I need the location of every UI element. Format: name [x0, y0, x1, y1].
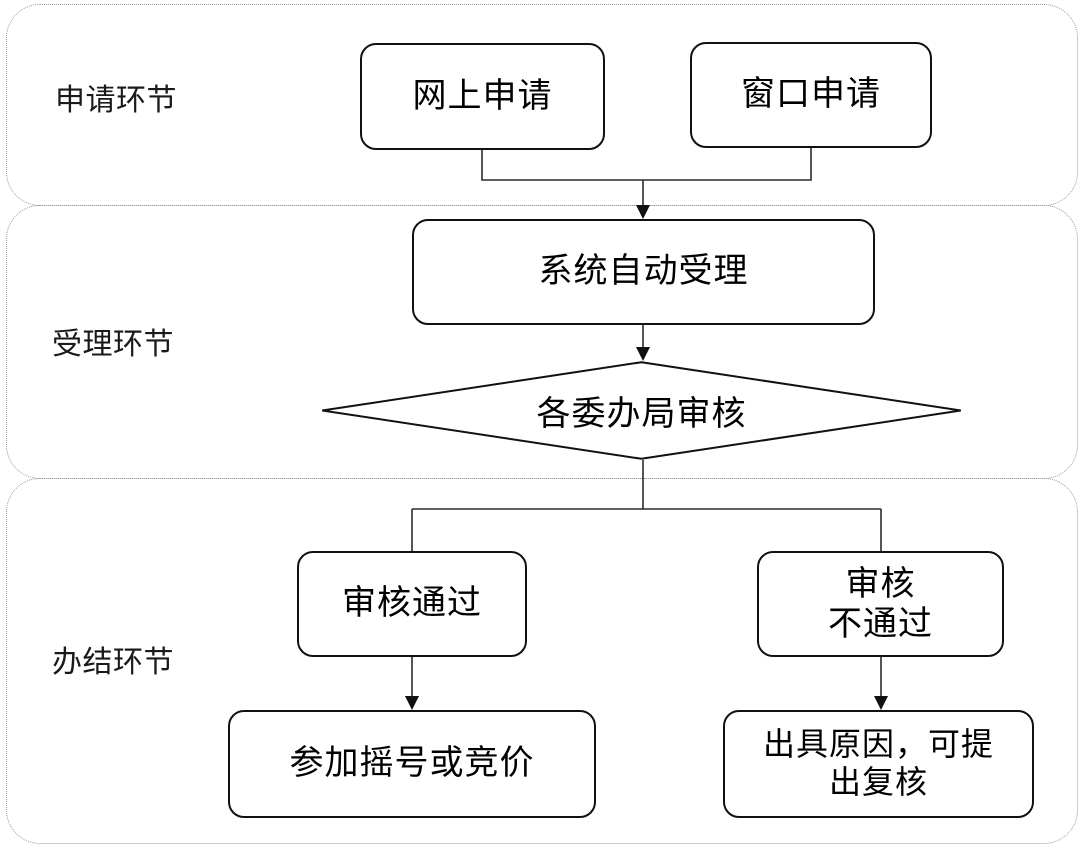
diamond-shape — [322, 361, 961, 460]
arrowhead-to-system-auto-accept — [636, 205, 650, 219]
lane-label-apply: 申请环节 — [55, 83, 177, 118]
arrowhead-to-issue-reason — [874, 696, 888, 710]
node-online-application[interactable]: 网上申请 — [360, 43, 605, 150]
node-review-rejected[interactable]: 审核 不通过 — [757, 551, 1004, 657]
lane-label-accept: 受理环节 — [52, 327, 174, 362]
node-issue-reason-request-recheck[interactable]: 出具原因，可提 出复核 — [723, 710, 1034, 818]
arrowhead-to-bureau-review — [636, 347, 650, 361]
node-bureau-review[interactable]: 各委办局审核 — [321, 361, 962, 460]
edge-online-to-accept — [481, 150, 643, 181]
node-counter-application[interactable]: 窗口申请 — [690, 42, 932, 148]
arrowhead-to-join-lottery — [405, 696, 419, 710]
lane-label-finish: 办结环节 — [52, 645, 174, 680]
node-system-auto-accept[interactable]: 系统自动受理 — [412, 219, 875, 325]
node-join-lottery-or-auction[interactable]: 参加摇号或竞价 — [228, 710, 596, 818]
edge-counter-to-accept — [643, 148, 812, 181]
node-review-passed[interactable]: 审核通过 — [297, 551, 527, 657]
lane-finish — [6, 478, 1078, 844]
